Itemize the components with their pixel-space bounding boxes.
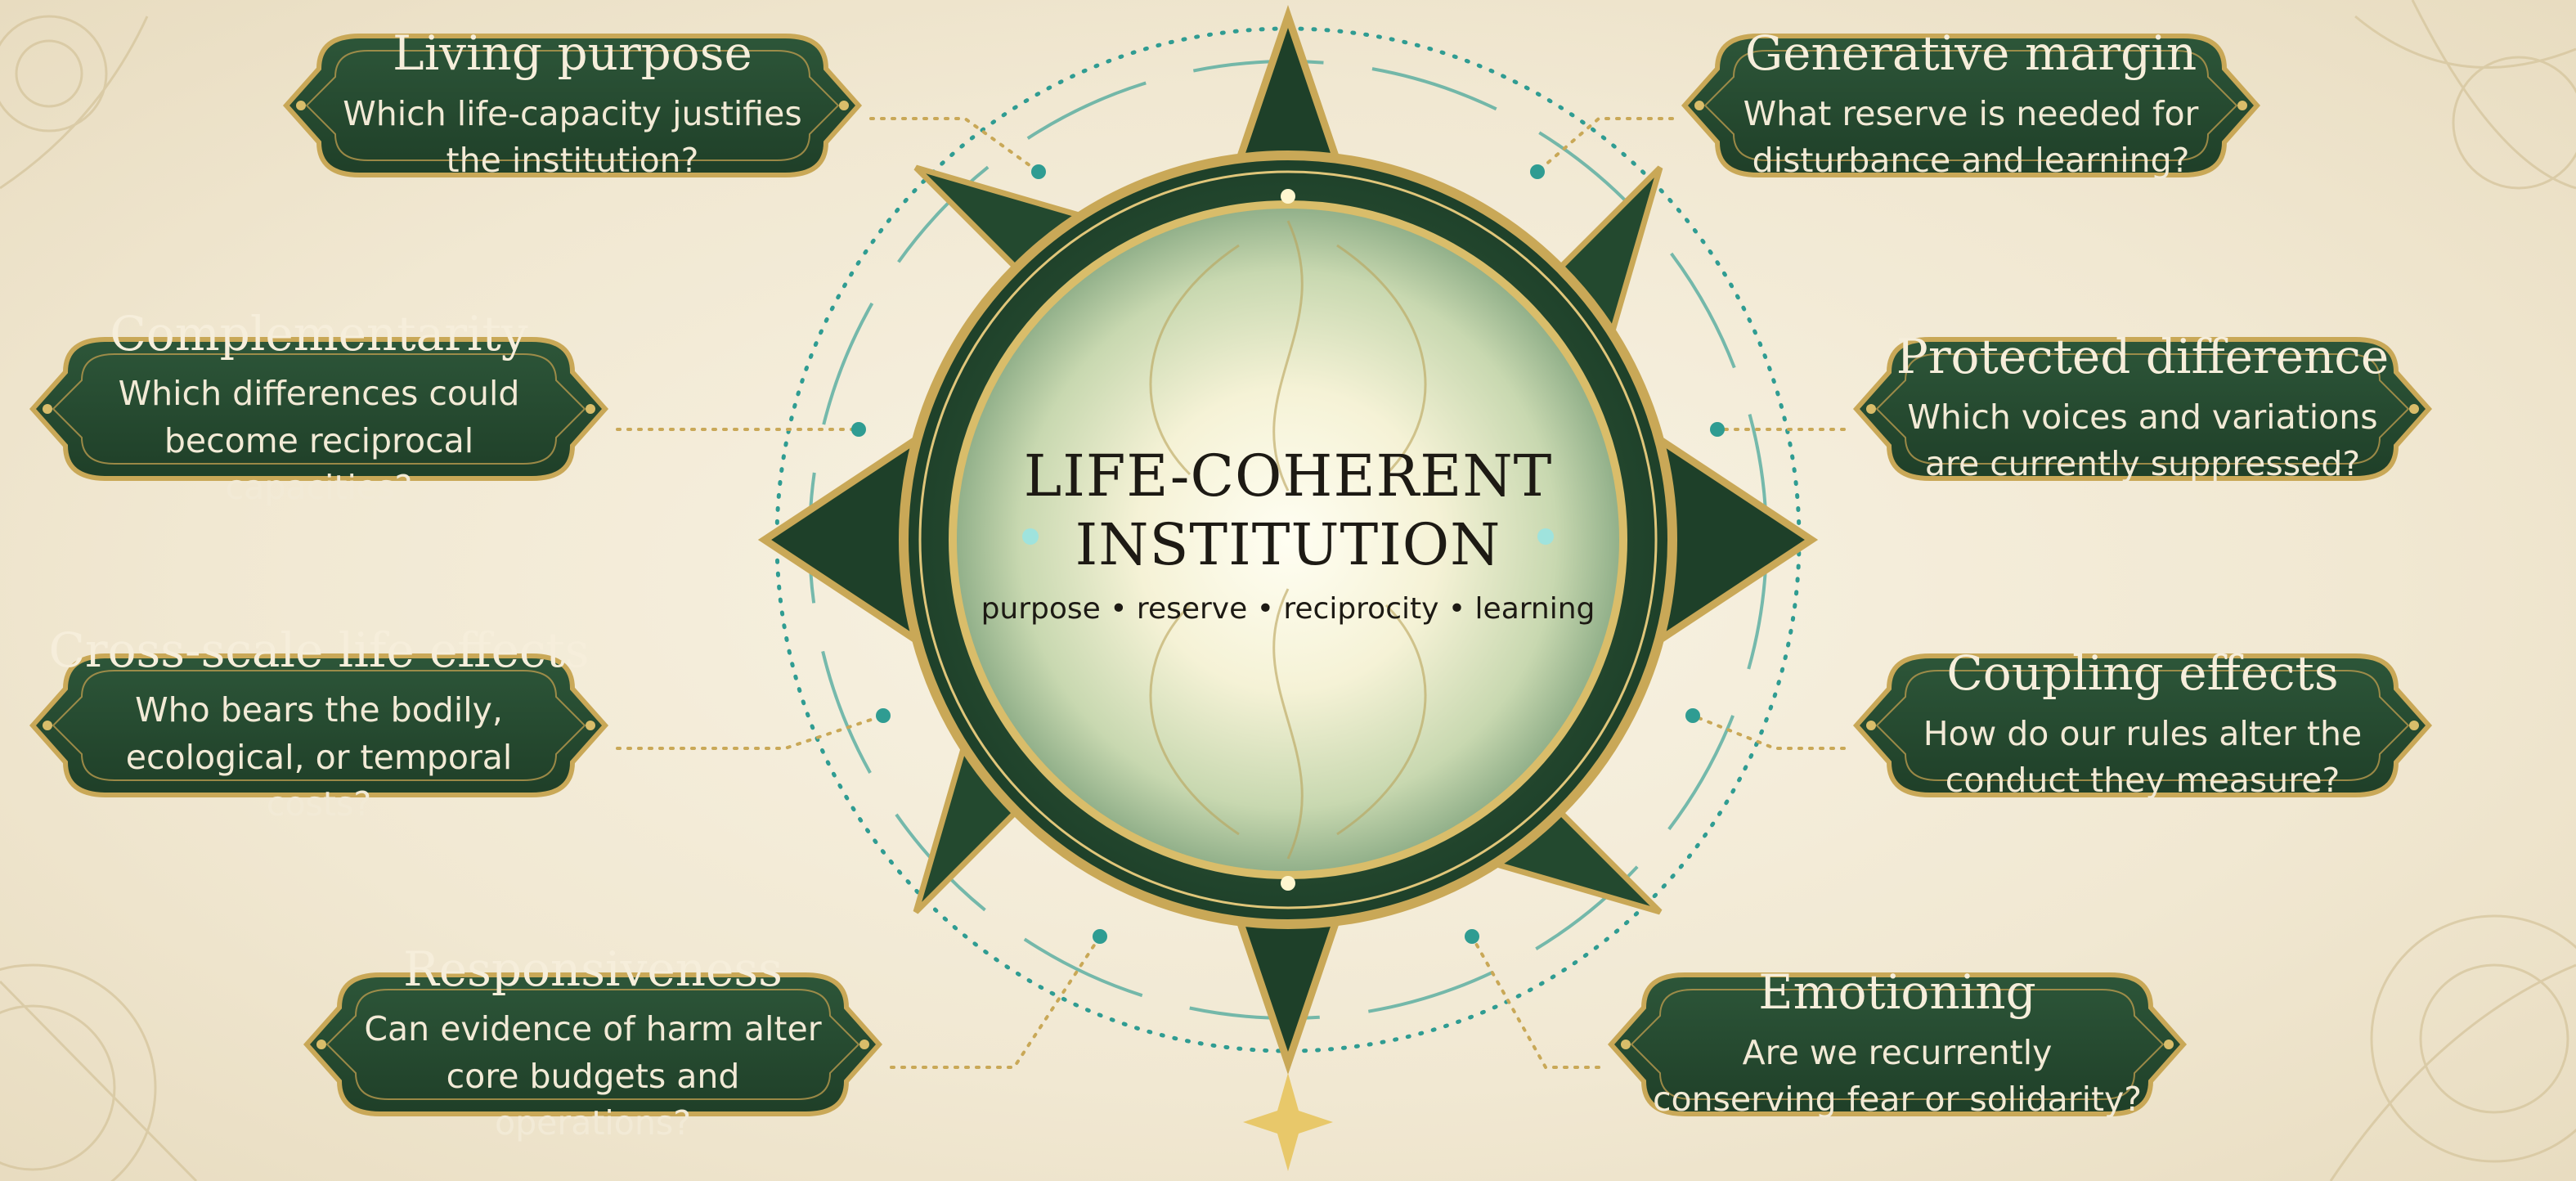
center-subtitle: purpose • reserve • reciprocity • learni…	[981, 592, 1595, 626]
connector-living-purpose	[869, 117, 1040, 173]
card-title: Coupling effects	[1946, 645, 2339, 702]
card-question: Are we recurrently conserving fear or so…	[1652, 1032, 2143, 1120]
connector-coupling-effects	[1691, 714, 1846, 750]
card-frame	[29, 337, 609, 481]
card-question: What reserve is needed for disturbance a…	[1743, 93, 2199, 181]
star-emblem	[757, 4, 1819, 1075]
card-title: Living purpose	[393, 25, 752, 82]
card-title: Cross-scale life effects	[48, 622, 590, 678]
card-title: Complementarity	[110, 305, 528, 361]
card-frame	[1681, 34, 2261, 177]
card-frame	[303, 972, 883, 1116]
card-frame	[1852, 337, 2433, 481]
sparkle-star-bottom	[1243, 1073, 1333, 1171]
connector-dots	[851, 164, 1725, 944]
card-responsiveness: Responsiveness Can evidence of harm alte…	[290, 941, 895, 1143]
connector-responsiveness	[890, 935, 1102, 1069]
corner-flourish-bottom-right	[2329, 914, 2576, 1181]
card-question: Can evidence of harm alter core budgets …	[364, 1009, 822, 1143]
card-cross-scale-life-effects: Cross-scale life effects Who bears the b…	[16, 622, 622, 824]
center-title-line2: INSTITUTION	[1075, 511, 1501, 578]
card-frame	[1852, 653, 2433, 797]
card-coupling-effects: Coupling effects How do our rules alter …	[1840, 631, 2445, 820]
connector-cross-scale	[616, 714, 885, 750]
card-complementarity: Complementarity Which differences could …	[16, 306, 622, 507]
card-emotioning: Emotioning Are we recurrently conserving…	[1595, 950, 2200, 1138]
card-title: Emotioning	[1758, 964, 2036, 1021]
card-question: Which differences could become reciproca…	[118, 374, 520, 508]
corner-flourish-top-right	[2354, 0, 2576, 190]
card-question: Which voices and variations are currentl…	[1907, 397, 2378, 484]
card-question: How do our rules alter the conduct they …	[1923, 713, 2363, 801]
connectors	[616, 117, 1846, 1069]
connector-generative-margin	[1536, 117, 1674, 173]
card-title: Responsiveness	[403, 941, 783, 997]
center-label: LIFE-COHERENT INSTITUTION purpose • rese…	[879, 442, 1697, 626]
card-frame	[282, 34, 863, 177]
card-protected-difference: Protected difference Which voices and va…	[1840, 315, 2445, 503]
card-frame	[29, 653, 609, 797]
card-frame	[1607, 972, 2188, 1116]
corner-flourish-bottom-left	[0, 963, 198, 1181]
card-living-purpose: Living purpose Which life-capacity justi…	[270, 11, 875, 200]
center-title-line1: LIFE-COHERENT	[1023, 442, 1553, 510]
connector-emotioning	[1470, 935, 1600, 1069]
card-generative-margin: Generative margin What reserve is needed…	[1668, 11, 2273, 200]
card-question: Who bears the bodily, ecological, or tem…	[125, 690, 513, 824]
card-title: Generative margin	[1744, 25, 2197, 82]
corner-flourish-top-left	[0, 15, 149, 190]
card-question: Which life-capacity justifies the instit…	[343, 93, 802, 181]
card-title: Protected difference	[1896, 329, 2390, 385]
